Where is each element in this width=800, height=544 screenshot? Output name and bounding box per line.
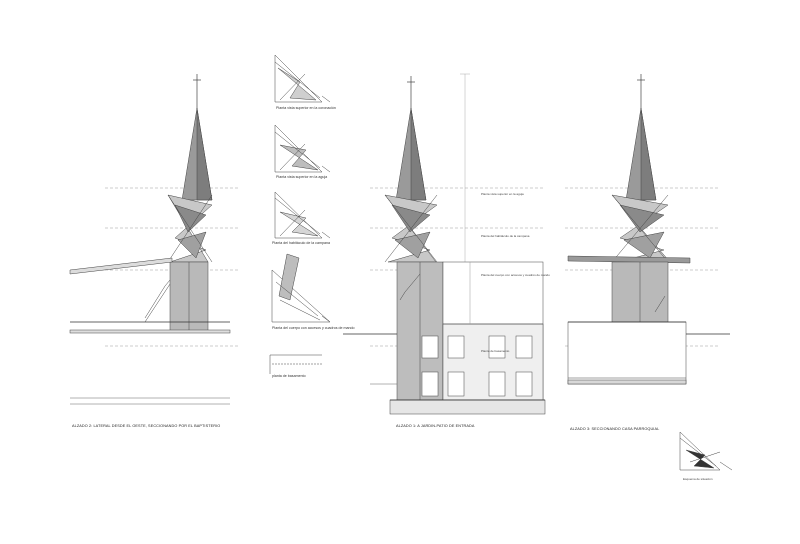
key-plan <box>679 431 733 471</box>
left-elevation <box>69 74 231 405</box>
plan-label-aguja: Planta vista superior en la aguja <box>276 175 328 179</box>
plan-basamento <box>269 354 322 374</box>
plan-label-campana: Planta del habitáculo de la campana <box>272 241 330 245</box>
key-plan-label: Esquema de situación <box>683 477 713 481</box>
caption-center-elevation: ALZADO 1: A JARDIN-PATIO DE ENTRADA <box>396 424 475 428</box>
center-elevation <box>343 73 546 415</box>
plans-column <box>269 54 331 374</box>
level-label-campana: Planta del habitáculo de la campana <box>481 234 530 238</box>
plan-campana <box>274 191 331 239</box>
plan-label-basamento: planta de basamento <box>272 374 306 378</box>
level-label-basamento: Planta de basamento <box>481 349 510 353</box>
plan-label-coronacion: Planta vista superior en la coronación <box>276 106 336 110</box>
plan-label-cuerpo: Planta del cuerpo con accesos y cuadros … <box>272 326 355 330</box>
level-label-cuerpo: Planta del cuerpo con accesos y cuadros … <box>481 273 550 277</box>
plan-coronacion <box>274 54 331 103</box>
level-label-aguja: Planta vista superior en la aguja <box>481 192 524 196</box>
plan-aguja <box>274 124 331 173</box>
plan-cuerpo <box>271 253 331 323</box>
caption-right-elevation: ALZADO 3: SECCIONANDO CASA PARROQUIAL <box>570 427 660 431</box>
caption-left-elevation: ALZADO 2: LATERAL DESDE EL OESTE, SECCIO… <box>72 424 221 428</box>
right-elevation <box>567 74 730 385</box>
